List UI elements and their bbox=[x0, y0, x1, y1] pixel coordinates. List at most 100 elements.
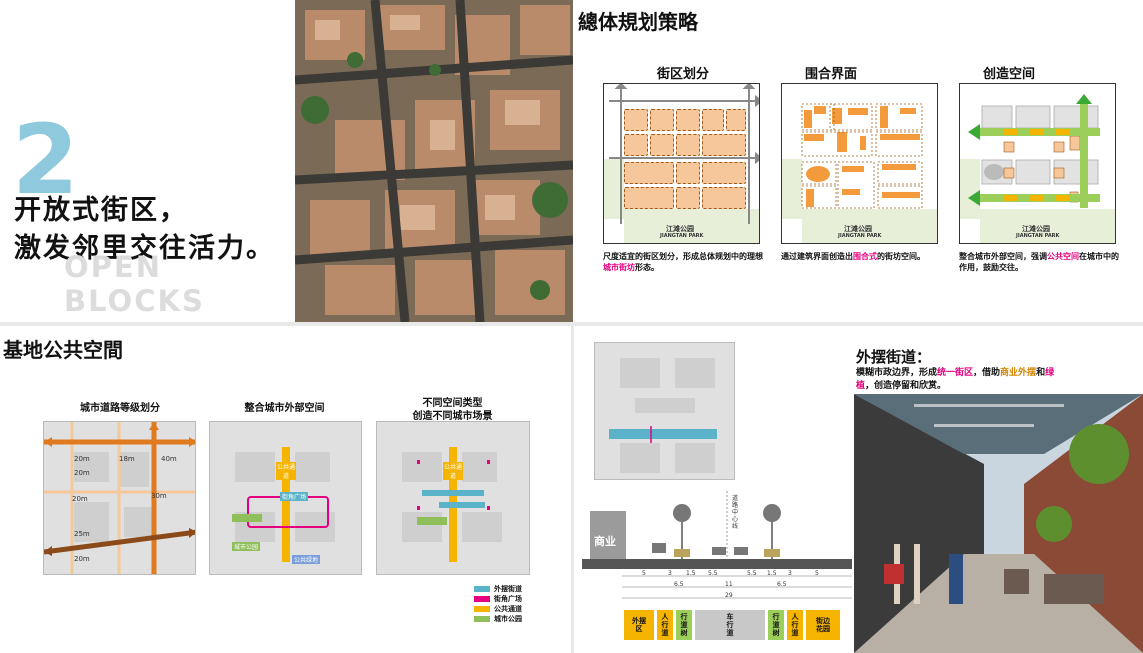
road-hierarchy-map: 20m 18m 40m 20m 20m 25m 30m 20m bbox=[43, 421, 196, 575]
desc-highlight: 统一街区 bbox=[937, 368, 974, 378]
dim-label: 1.5 bbox=[767, 570, 777, 577]
park-area bbox=[960, 159, 980, 219]
desc-highlight: 围合式 bbox=[853, 252, 877, 261]
park-label-en: JIANGTAN PARK bbox=[660, 233, 704, 239]
zone-label: 街边花园 bbox=[816, 617, 830, 633]
legend-label: 公共通道 bbox=[494, 605, 522, 613]
dim-label: 6.5 bbox=[674, 581, 684, 588]
park-area bbox=[782, 159, 802, 219]
dim-label: 1.5 bbox=[686, 570, 696, 577]
block bbox=[676, 109, 700, 131]
desc-text: 的街坊空间。 bbox=[877, 252, 925, 261]
aerial-photo-drawing bbox=[295, 0, 573, 322]
dim-label: 5.5 bbox=[708, 570, 718, 577]
legend-label: 外摆街道 bbox=[494, 585, 522, 593]
aerial-photo bbox=[295, 0, 573, 322]
zone-label: 人行道 bbox=[791, 613, 799, 637]
section-shop-label: 商业 bbox=[594, 535, 616, 548]
block bbox=[624, 134, 648, 156]
diagram-title-line1: 不同空间类型 bbox=[422, 398, 483, 409]
enclosed-interface-diagram: 江滩公园 JIANGTAN PARK bbox=[781, 83, 938, 244]
enclosure-blocks bbox=[801, 103, 923, 209]
dim-label: 29 bbox=[725, 592, 733, 599]
park-area bbox=[624, 209, 759, 243]
dim-label: 5 bbox=[642, 570, 646, 577]
space-label-park: 城市公园 bbox=[232, 542, 261, 551]
zone-label: 行道树 bbox=[680, 613, 688, 637]
public-space-heading: 基地公共空間 bbox=[3, 338, 123, 362]
block bbox=[624, 162, 674, 184]
park-area bbox=[802, 209, 937, 243]
block bbox=[676, 187, 700, 209]
park-area bbox=[980, 209, 1115, 243]
legend-item: 街角广场 bbox=[474, 594, 554, 604]
intro-title-line1: 开放式街区， bbox=[14, 195, 188, 226]
zone-label: 人行道 bbox=[661, 613, 669, 637]
desc-highlight: 城市街坊 bbox=[603, 263, 635, 272]
park-label-en: JIANGTAN PARK bbox=[838, 233, 882, 239]
strategy-item-title: 围合界面 bbox=[804, 67, 857, 82]
dim-label: 6.5 bbox=[777, 581, 787, 588]
street-desc: 模糊市政边界，形成统一街区，借助商业外摆和绿植，创造停留和欣赏。 bbox=[856, 367, 1056, 393]
block bbox=[624, 187, 674, 209]
space-label-green: 公共绿地 bbox=[292, 555, 321, 564]
desc-highlight: 绿植 bbox=[856, 368, 1055, 391]
block bbox=[702, 162, 746, 184]
block bbox=[702, 109, 724, 131]
legend-label: 城市公园 bbox=[494, 615, 522, 623]
street-title: 外摆街道： bbox=[856, 348, 932, 366]
legend-item: 城市公园 bbox=[474, 614, 554, 624]
dim-label: 3 bbox=[788, 570, 792, 577]
intro-subtitle: OPEN BLOCKS bbox=[64, 250, 205, 318]
legend-item: 外摆街道 bbox=[474, 584, 554, 594]
park-area bbox=[604, 159, 624, 219]
park-label-en: JIANGTAN PARK bbox=[1016, 233, 1060, 239]
block bbox=[676, 134, 700, 156]
street-photo bbox=[854, 394, 1143, 653]
space-label-passage: 公共通道 bbox=[443, 462, 463, 480]
key-plan-drawing bbox=[609, 358, 717, 473]
block bbox=[702, 187, 746, 209]
road-width-label: 20m bbox=[74, 469, 90, 477]
legend-item: 公共通道 bbox=[474, 604, 554, 614]
road-width-label: 25m bbox=[74, 530, 90, 538]
section-center-label: 道路中心线 bbox=[732, 495, 739, 530]
space-types-map: 公共通道 bbox=[376, 421, 530, 575]
strategy-item-desc: 通过建筑界面创造出围合式的街坊空间。 bbox=[781, 251, 941, 262]
diagram-title-line2: 创造不同城市场景 bbox=[412, 411, 493, 422]
desc-text: 整合城市外部空间，强调 bbox=[959, 252, 1047, 261]
legend-swatch bbox=[474, 616, 490, 622]
block bbox=[702, 134, 746, 156]
road-width-label: 40m bbox=[161, 455, 177, 463]
create-space-diagram: 江滩公园 JIANGTAN PARK bbox=[959, 83, 1116, 244]
desc-text: 模糊市政边界，形成 bbox=[856, 368, 938, 378]
zone: 行道树 bbox=[768, 610, 784, 640]
space-label-plaza: 街角广场 bbox=[280, 492, 309, 501]
block bbox=[650, 134, 674, 156]
zone: 人行道 bbox=[787, 610, 803, 640]
external-space-map: 公共通道 街角广场 城市公园 公共绿地 bbox=[209, 421, 362, 575]
road-width-label: 18m bbox=[119, 455, 135, 463]
desc-text: ，创造停留和欣赏。 bbox=[865, 381, 947, 391]
block-division-diagram: 江滩公园 JIANGTAN PARK bbox=[603, 83, 760, 244]
dim-label: 3 bbox=[668, 570, 672, 577]
road-arrows bbox=[609, 84, 759, 224]
desc-highlight: 公共空间 bbox=[1047, 252, 1079, 261]
park-label-cn: 江滩公园 bbox=[1022, 225, 1050, 233]
desc-highlight: 商业外摆 bbox=[1000, 368, 1037, 378]
intro-title-line2: 激发邻里交往活力。 bbox=[14, 233, 275, 264]
street-zones: 外摆区 人行道 行道树 车行道 行道树 人行道 街边花园 bbox=[624, 610, 850, 640]
dim-label: 5 bbox=[815, 570, 819, 577]
desc-text: 形态。 bbox=[635, 263, 659, 272]
desc-text: 通过建筑界面创造出 bbox=[781, 252, 853, 261]
road-width-label: 20m bbox=[74, 555, 90, 563]
park-label-cn: 江滩公园 bbox=[844, 225, 872, 233]
strategy-item-desc: 整合城市外部空间，强调公共空间在城市中的作用，鼓励交往。 bbox=[959, 251, 1119, 273]
street-photo-drawing bbox=[854, 394, 1143, 653]
space-label-passage: 公共通道 bbox=[276, 462, 296, 480]
street-panel: 外摆街道： 模糊市政边界，形成统一街区，借助商业外摆和绿植，创造停留和欣赏。 bbox=[574, 326, 1143, 653]
public-space-panel: 基地公共空間 城市道路等级划分 20m 18m 40m 20m 20m 25m … bbox=[0, 326, 571, 653]
strategy-panel: 總体規划策略 街区划分 江滩公园 JIANGTAN PARK bbox=[573, 0, 1143, 322]
strategy-heading: 總体規划策略 bbox=[578, 10, 698, 34]
block bbox=[676, 162, 700, 184]
